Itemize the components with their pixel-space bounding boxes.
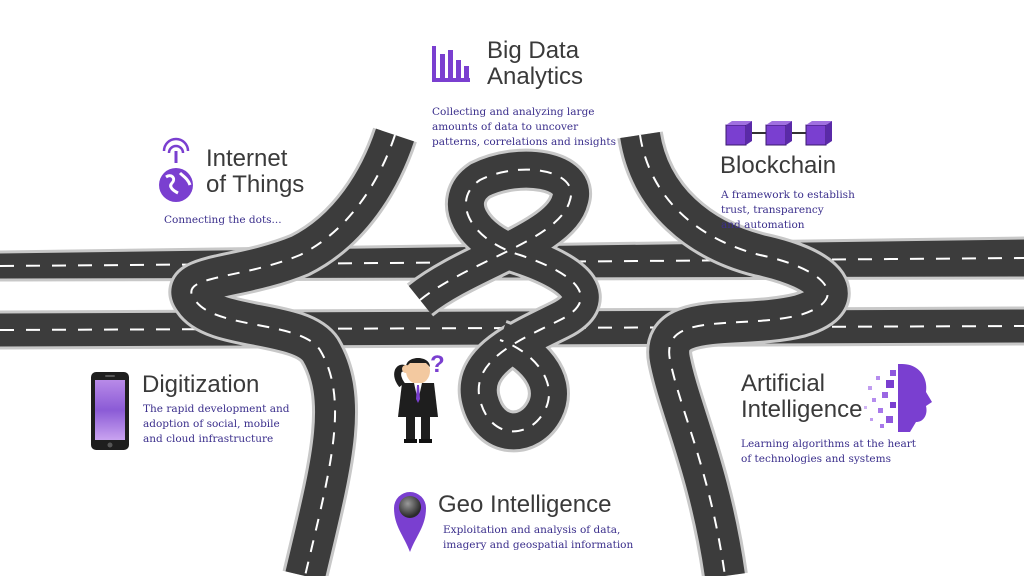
ai-title-line-2: Intelligence: [741, 396, 863, 423]
digitization-desc-line-3: and cloud infrastructure: [143, 433, 274, 445]
iot-desc-line-1: Connecting the dots...: [164, 214, 282, 226]
geo-title: Geo Intelligence: [438, 492, 611, 518]
bar-chart-icon: [432, 46, 470, 82]
digitization-desc-line-1: The rapid development and: [143, 403, 290, 415]
blockchain-title: Blockchain: [720, 153, 836, 179]
digitization-description: The rapid development and adoption of so…: [143, 402, 289, 447]
big-data-title-line-2: Analytics: [487, 63, 584, 90]
digitization-title: Digitization: [142, 372, 259, 398]
chain-blocks-icon: [725, 121, 832, 146]
confused-businessman-icon: [394, 358, 438, 443]
ai-title: Artificial Intelligence: [741, 371, 862, 423]
blockchain-desc-line-2: trust, transparency: [721, 204, 824, 216]
blockchain-description: A framework to establish trust, transpar…: [721, 188, 855, 233]
geo-title-line-1: Geo Intelligence: [438, 491, 612, 518]
blockchain-desc-line-3: and automation: [721, 219, 805, 231]
big-data-title-line-1: Big Data: [487, 37, 580, 64]
big-data-desc-line-1: Collecting and analyzing large: [432, 106, 595, 118]
big-data-desc-line-3: patterns, correlations and insights: [432, 136, 616, 148]
ai-desc-line-1: Learning algorithms at the heart: [741, 438, 916, 450]
big-data-description: Collecting and analyzing large amounts o…: [432, 105, 616, 150]
globe-antenna-icon: [159, 137, 193, 202]
digitization-desc-line-2: adoption of social, mobile: [143, 418, 280, 430]
ai-desc-line-2: of technologies and systems: [741, 453, 891, 465]
blockchain-title-line-1: Blockchain: [720, 152, 837, 179]
big-data-title: Big Data Analytics: [487, 38, 583, 90]
map-pin-icon: [394, 492, 426, 552]
smartphone-icon: [91, 372, 129, 450]
big-data-desc-line-2: amounts of data to uncover: [432, 121, 579, 133]
ai-description: Learning algorithms at the heart of tech…: [741, 437, 916, 467]
digitization-title-line-1: Digitization: [142, 371, 260, 398]
iot-description: Connecting the dots...: [164, 213, 282, 228]
question-mark: ?: [430, 351, 445, 378]
blockchain-desc-line-1: A framework to establish: [721, 189, 855, 201]
iot-title: Internet of Things: [206, 146, 304, 198]
geo-desc-line-1: Exploitation and analysis of data,: [443, 524, 621, 536]
digital-head-icon: [864, 364, 932, 432]
iot-title-line-1: Internet: [206, 145, 288, 172]
geo-desc-line-2: imagery and geospatial information: [443, 539, 634, 551]
ai-title-line-1: Artificial: [741, 370, 826, 397]
iot-title-line-2: of Things: [206, 171, 305, 198]
geo-description: Exploitation and analysis of data, image…: [443, 523, 633, 553]
